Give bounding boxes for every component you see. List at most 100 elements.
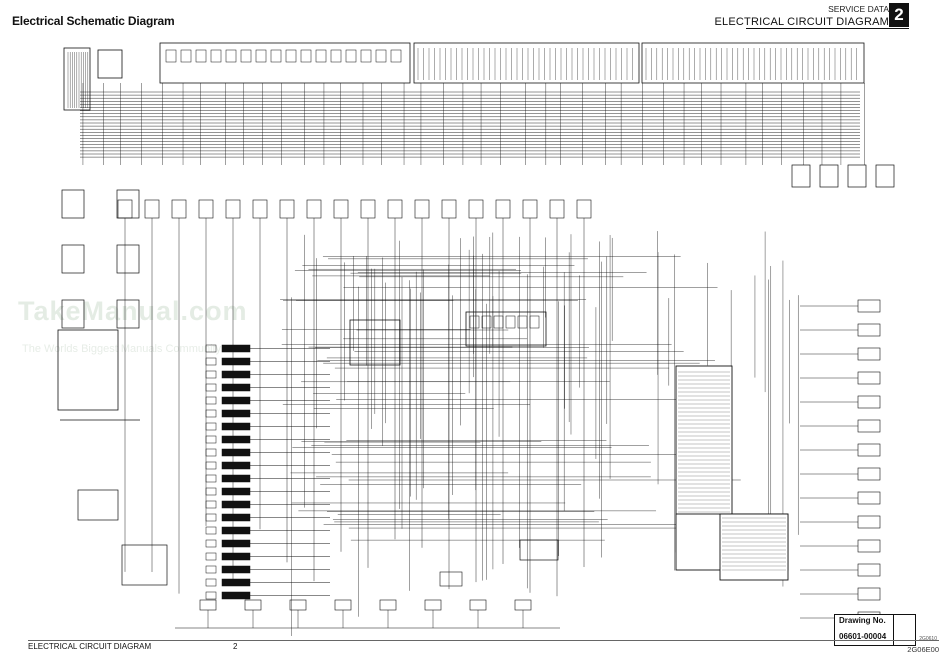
right-connector	[857, 395, 881, 409]
switch-label-bar	[221, 448, 251, 457]
footer-title: ELECTRICAL CIRCUIT DIAGRAM	[28, 642, 152, 651]
switch-symbol	[205, 383, 217, 392]
switch-label-bar	[221, 422, 251, 431]
sensor-connector	[252, 199, 268, 219]
relay-box	[255, 49, 267, 63]
relay-box	[210, 49, 222, 63]
lamp-connector	[791, 164, 811, 188]
relay-box	[300, 49, 312, 63]
switch-symbol	[205, 448, 217, 457]
switch-symbol	[205, 565, 217, 574]
switch-symbol	[205, 487, 217, 496]
relay	[469, 315, 480, 329]
switch-label-bar	[221, 435, 251, 444]
switch-symbol	[205, 500, 217, 509]
fuse-relay	[61, 189, 85, 219]
page-number: 2	[233, 642, 238, 651]
junction-block	[349, 319, 401, 366]
battery-block	[57, 329, 119, 411]
relay	[481, 315, 492, 329]
switch-symbol	[205, 474, 217, 483]
sensor-connector	[414, 199, 430, 219]
switch-label-bar	[221, 357, 251, 366]
section-title: ELECTRICAL CIRCUIT DIAGRAM	[714, 16, 889, 28]
sensor-connector	[306, 199, 322, 219]
drawing-number-label: Drawing No.	[839, 616, 886, 625]
right-connector	[857, 443, 881, 457]
lamp-connector	[875, 164, 895, 188]
switch-symbol	[205, 513, 217, 522]
relay-box	[345, 49, 357, 63]
bottom-connector	[289, 599, 307, 611]
fuse-relay	[116, 189, 140, 219]
sensor-connector	[144, 199, 160, 219]
aux-connector	[519, 539, 559, 561]
relay-box	[390, 49, 402, 63]
switch-label-bar	[221, 565, 251, 574]
relay	[505, 315, 516, 329]
switch-label-bar	[221, 500, 251, 509]
sensor-connector	[198, 199, 214, 219]
bottom-connector	[379, 599, 397, 611]
switch-label-bar	[221, 461, 251, 470]
right-connector	[857, 419, 881, 433]
switch-label-bar	[221, 526, 251, 535]
drawing-sheet-cell	[893, 615, 915, 645]
sensor-connector	[549, 199, 565, 219]
footer-rule	[28, 640, 939, 641]
right-connector	[857, 371, 881, 385]
fuse-relay	[61, 244, 85, 274]
controller-extension-right	[719, 513, 789, 581]
sensor-connector	[333, 199, 349, 219]
drawing-number-value: 06601-00004	[839, 632, 887, 641]
relay-box	[315, 49, 327, 63]
aux-connector-2	[439, 571, 463, 587]
relay-box	[240, 49, 252, 63]
relay-box	[270, 49, 282, 63]
sensor-connector	[387, 199, 403, 219]
switch-symbol	[205, 344, 217, 353]
relay-box	[360, 49, 372, 63]
switch-label-bar	[221, 409, 251, 418]
key-switch-block	[121, 544, 168, 586]
switch-label-bar	[221, 513, 251, 522]
switch-symbol	[205, 539, 217, 548]
switch-symbol	[205, 422, 217, 431]
header-rule	[746, 28, 909, 29]
sensor-connector	[360, 199, 376, 219]
right-connector	[857, 347, 881, 361]
right-connector	[857, 563, 881, 577]
connector-bank-center	[413, 42, 640, 84]
switch-label-bar	[221, 539, 251, 548]
relay-box	[165, 49, 177, 63]
main-harness-connector	[63, 47, 91, 111]
fuse-relay	[116, 299, 140, 329]
switch-symbol	[205, 461, 217, 470]
watermark-subtext: The Worlds Biggest Manuals Community	[22, 343, 222, 355]
footer-small-code: 2G0610	[919, 636, 937, 642]
switch-label-bar	[221, 370, 251, 379]
service-data-label: SERVICE DATA	[828, 4, 889, 14]
relay-box	[180, 49, 192, 63]
switch-symbol	[205, 370, 217, 379]
footer-code: 2G06E00	[907, 645, 939, 654]
sensor-connector	[117, 199, 133, 219]
relay-box	[375, 49, 387, 63]
sensor-connector	[495, 199, 511, 219]
switch-label-bar	[221, 591, 251, 600]
switch-symbol	[205, 396, 217, 405]
switch-symbol	[205, 435, 217, 444]
sensor-connector	[171, 199, 187, 219]
relay-cluster	[465, 311, 547, 347]
page-title: Electrical Schematic Diagram	[12, 14, 175, 28]
right-connector	[857, 299, 881, 313]
relay	[493, 315, 504, 329]
fuse-relay	[61, 299, 85, 329]
bottom-connector	[424, 599, 442, 611]
sensor-connector	[468, 199, 484, 219]
relay-box	[195, 49, 207, 63]
switch-symbol	[205, 357, 217, 366]
section-number-badge: 2	[889, 3, 909, 27]
sensor-connector	[225, 199, 241, 219]
